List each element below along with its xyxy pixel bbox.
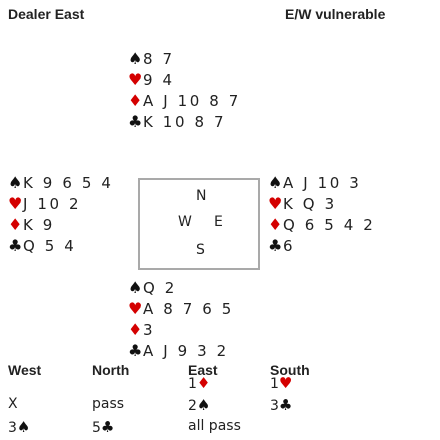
bid-west-round-2: X (8, 396, 18, 412)
compass-north: N (196, 188, 207, 204)
compass-east: E (214, 214, 223, 230)
north-diamonds-row: ♦A J 10 8 7 (128, 90, 241, 111)
bid-text: 1 (188, 376, 197, 392)
bid-text: all pass (188, 418, 241, 434)
bidding-header-east: East (188, 362, 218, 378)
spade-icon: ♠ (8, 173, 23, 192)
east-spades-row: ♠A J 10 3 (268, 172, 375, 193)
west-diamonds-row: ♦K 9 (8, 214, 113, 235)
bid-north-round-2: pass (92, 396, 124, 412)
south-clubs: A J 9 3 2 (143, 342, 229, 360)
bid-text: 1 (270, 376, 279, 392)
bidding-header-south: South (270, 362, 310, 378)
bid-east-round-1: 1♦ (188, 374, 210, 392)
spade-icon: ♠ (128, 49, 143, 68)
bid-text: 5 (92, 420, 101, 436)
club-icon: ♣ (100, 418, 115, 436)
bid-text: 3 (270, 398, 279, 414)
north-hand: ♠8 7 ♥9 4 ♦A J 10 8 7 ♣K 10 8 7 (128, 48, 241, 132)
west-diamonds: K 9 (23, 216, 55, 234)
south-hand: ♠Q 2 ♥A 8 7 6 5 ♦3 ♣A J 9 3 2 (128, 277, 234, 361)
north-spades: 8 7 (143, 50, 175, 68)
diamond-icon: ♦ (128, 91, 143, 110)
east-spades: A J 10 3 (283, 174, 362, 192)
west-clubs: Q 5 4 (23, 237, 77, 255)
south-diamonds: 3 (143, 321, 156, 339)
north-diamonds: A J 10 8 7 (143, 92, 241, 110)
bidding-header-west: West (8, 362, 42, 378)
bid-text: X (8, 396, 18, 412)
west-spades: K 9 6 5 4 (23, 174, 114, 192)
diamond-icon: ♦ (8, 215, 23, 234)
south-diamonds-row: ♦3 (128, 319, 234, 340)
spade-icon: ♠ (16, 418, 31, 436)
club-icon: ♣ (278, 396, 293, 414)
south-hearts: A 8 7 6 5 (143, 300, 234, 318)
heart-icon: ♥ (268, 194, 283, 213)
west-hearts-row: ♥J 10 2 (8, 193, 113, 214)
west-spades-row: ♠K 9 6 5 4 (8, 172, 113, 193)
east-hearts: K Q 3 (283, 195, 337, 213)
east-hand: ♠A J 10 3 ♥K Q 3 ♦Q 6 5 4 2 ♣6 (268, 172, 375, 256)
heart-icon: ♥ (128, 70, 143, 89)
heart-icon: ♥ (128, 299, 143, 318)
dealer-label: Dealer East (8, 6, 85, 22)
compass-rose: N W E S (178, 188, 224, 260)
bid-south-round-1: 1♥ (270, 374, 292, 392)
bid-text: pass (92, 396, 125, 412)
bid-north-round-3: 5♣ (92, 418, 114, 436)
heart-icon: ♥ (278, 374, 293, 392)
club-icon: ♣ (128, 112, 143, 131)
heart-icon: ♥ (8, 194, 23, 213)
south-spades-row: ♠Q 2 (128, 277, 234, 298)
diamond-icon: ♦ (268, 215, 283, 234)
east-diamonds: Q 6 5 4 2 (283, 216, 376, 234)
south-hearts-row: ♥A 8 7 6 5 (128, 298, 234, 319)
north-clubs-row: ♣K 10 8 7 (128, 111, 241, 132)
east-hearts-row: ♥K Q 3 (268, 193, 375, 214)
club-icon: ♣ (268, 236, 283, 255)
west-hearts: J 10 2 (23, 195, 82, 213)
west-hand: ♠K 9 6 5 4 ♥J 10 2 ♦K 9 ♣Q 5 4 (8, 172, 113, 256)
bid-south-round-2: 3♣ (270, 396, 292, 414)
east-clubs-row: ♣6 (268, 235, 375, 256)
diamond-icon: ♦ (196, 374, 211, 392)
spade-icon: ♠ (268, 173, 283, 192)
diamond-icon: ♦ (128, 320, 143, 339)
bid-east-round-2: 2♠ (188, 396, 210, 414)
compass-south: S (196, 242, 205, 258)
club-icon: ♣ (128, 341, 143, 360)
bidding-header-north: North (92, 362, 130, 378)
north-spades-row: ♠8 7 (128, 48, 241, 69)
spade-icon: ♠ (196, 396, 211, 414)
north-clubs: K 10 8 7 (143, 113, 227, 131)
bid-east-round-3: all pass (188, 418, 241, 434)
east-diamonds-row: ♦Q 6 5 4 2 (268, 214, 375, 235)
compass-west: W (178, 214, 192, 230)
compass-box: N W E S (138, 178, 260, 270)
spade-icon: ♠ (128, 278, 143, 297)
east-clubs: 6 (283, 237, 296, 255)
bid-text: 3 (8, 420, 17, 436)
south-clubs-row: ♣A J 9 3 2 (128, 340, 234, 361)
bid-west-round-3: 3♠ (8, 418, 30, 436)
north-hearts-row: ♥9 4 (128, 69, 241, 90)
club-icon: ♣ (8, 236, 23, 255)
south-spades: Q 2 (143, 279, 177, 297)
vulnerability-label: E/W vulnerable (285, 6, 386, 22)
west-clubs-row: ♣Q 5 4 (8, 235, 113, 256)
north-hearts: 9 4 (143, 71, 175, 89)
bid-text: 2 (188, 398, 197, 414)
